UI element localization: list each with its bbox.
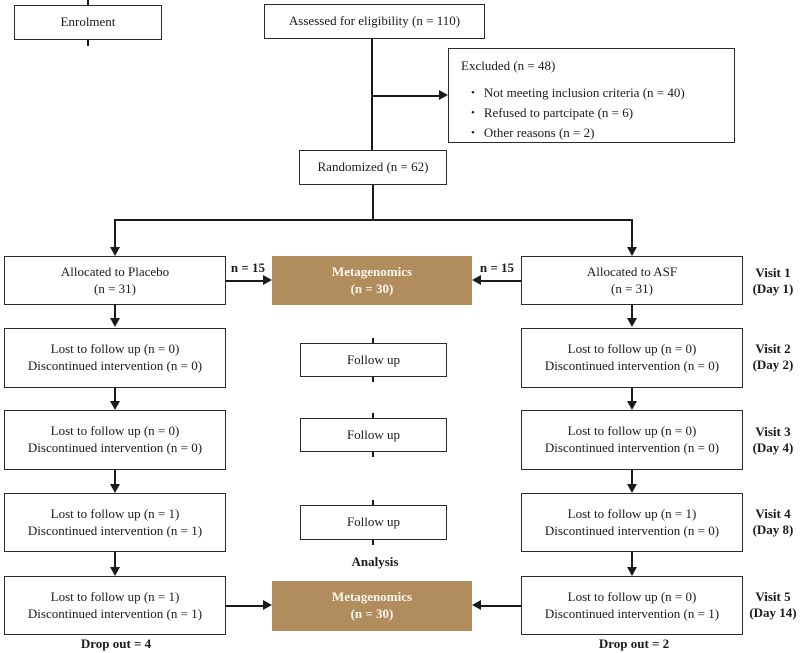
excluded-bullet-1: •Not meeting inclusion criteria (n = 40) — [471, 85, 685, 102]
tick-followup3-top — [372, 500, 374, 505]
followup-box-2: Follow up — [300, 418, 447, 452]
placebo-visit3-box: Lost to follow up (n = 0) Discontinued i… — [4, 410, 226, 470]
arrowhead-placebo-v2 — [110, 318, 120, 327]
tick-followup1-bottom — [372, 377, 374, 382]
arrowhead-metagenomics-bottom-right — [472, 600, 481, 610]
arrowhead-metagenomics-bottom-left — [263, 600, 272, 610]
arrowhead-placebo-v3 — [110, 401, 120, 410]
connector-split-asf — [631, 219, 633, 248]
n15-left-label: n = 15 — [230, 260, 266, 275]
arrowhead-placebo — [110, 247, 120, 256]
allocated-placebo-box: Allocated to Placebo (n = 31) — [4, 256, 226, 305]
asf-visit5-box: Lost to follow up (n = 0) Discontinued i… — [521, 576, 743, 635]
tick-followup2-bottom — [372, 452, 374, 457]
asf-visit2-box: Lost to follow up (n = 0) Discontinued i… — [521, 328, 743, 388]
connector-asf-v2 — [631, 305, 633, 319]
followup-box-3: Follow up — [300, 505, 447, 540]
arrowhead-asf-v2 — [627, 318, 637, 327]
connector-placebo-metagenomics-bottom — [226, 605, 264, 607]
bullet-icon: • — [471, 126, 475, 139]
analysis-label: Analysis — [351, 554, 399, 569]
enrolment-box: Enrolment — [14, 5, 162, 40]
connector-placebo-v4 — [114, 470, 116, 485]
excluded-bullet-3: •Other reasons (n = 2) — [471, 125, 594, 142]
visit-2-label: Visit 2 (Day 2) — [752, 341, 794, 372]
connector-placebo-v2 — [114, 304, 116, 319]
connector-asf-v4 — [631, 470, 633, 485]
arrowhead-asf — [627, 247, 637, 256]
excluded-bullet-2: •Refused to partcipate (n = 6) — [471, 105, 633, 122]
metagenomics-top-box: Metagenomics (n = 30) — [272, 256, 472, 305]
placebo-visit4-box: Lost to follow up (n = 1) Discontinued i… — [4, 493, 226, 552]
arrowhead-asf-v4 — [627, 484, 637, 493]
connector-assessed-randomized — [371, 39, 373, 150]
dropout-placebo-label: Drop out = 4 — [80, 636, 152, 651]
connector-asf-v3 — [631, 388, 633, 402]
n15-right-label: n = 15 — [479, 260, 515, 275]
arrowhead-metagenomics-top-left — [263, 275, 272, 285]
visit-4-label: Visit 4 (Day 8) — [752, 506, 794, 537]
placebo-visit2-box: Lost to follow up (n = 0) Discontinued i… — [4, 328, 226, 388]
excluded-box: Excluded (n = 48) •Not meeting inclusion… — [448, 48, 735, 143]
visit-5-label: Visit 5 (Day 14) — [749, 589, 797, 620]
connector-asf-metagenomics-top — [480, 280, 521, 282]
connector-placebo-v3 — [114, 388, 116, 402]
tick-followup1-top — [372, 338, 374, 343]
assessed-eligibility-box: Assessed for eligibility (n = 110) — [264, 4, 485, 39]
connector-asf-metagenomics-bottom — [480, 605, 521, 607]
visit-1-label: Visit 1 (Day 1) — [752, 265, 794, 296]
bullet-icon: • — [471, 106, 475, 119]
allocated-asf-box: Allocated to ASF (n = 31) — [521, 256, 743, 305]
connector-to-excluded — [371, 95, 440, 97]
tick-followup3-bottom — [372, 540, 374, 545]
connector-placebo-metagenomics-top — [226, 280, 264, 282]
tick-enrolment-top — [87, 0, 89, 5]
asf-visit4-box: Lost to follow up (n = 1) Discontinued i… — [521, 493, 743, 552]
metagenomics-bottom-box: Metagenomics (n = 30) — [272, 581, 472, 631]
connector-randomized-split — [372, 185, 374, 219]
arrowhead-metagenomics-top-right — [472, 275, 481, 285]
arrowhead-excluded — [439, 90, 448, 100]
placebo-visit5-box: Lost to follow up (n = 1) Discontinued i… — [4, 576, 226, 635]
split-line — [114, 219, 633, 221]
excluded-title: Excluded (n = 48) — [461, 58, 556, 73]
followup-box-1: Follow up — [300, 343, 447, 377]
connector-asf-v5 — [631, 552, 633, 568]
randomized-box: Randomized (n = 62) — [299, 150, 447, 185]
bullet-icon: • — [471, 86, 475, 99]
arrowhead-asf-v3 — [627, 401, 637, 410]
connector-placebo-v5 — [114, 552, 116, 568]
arrowhead-placebo-v5 — [110, 567, 120, 576]
tick-followup2-top — [372, 413, 374, 418]
enrolment-label: Enrolment — [60, 14, 116, 30]
tick-enrolment-bottom — [87, 40, 89, 46]
arrowhead-asf-v5 — [627, 567, 637, 576]
randomized-label: Randomized (n = 62) — [317, 159, 429, 175]
assessed-label: Assessed for eligibility (n = 110) — [288, 13, 461, 29]
dropout-asf-label: Drop out = 2 — [598, 636, 670, 651]
asf-visit3-box: Lost to follow up (n = 0) Discontinued i… — [521, 410, 743, 470]
visit-3-label: Visit 3 (Day 4) — [752, 424, 794, 455]
connector-split-placebo — [114, 219, 116, 248]
arrowhead-placebo-v4 — [110, 484, 120, 493]
